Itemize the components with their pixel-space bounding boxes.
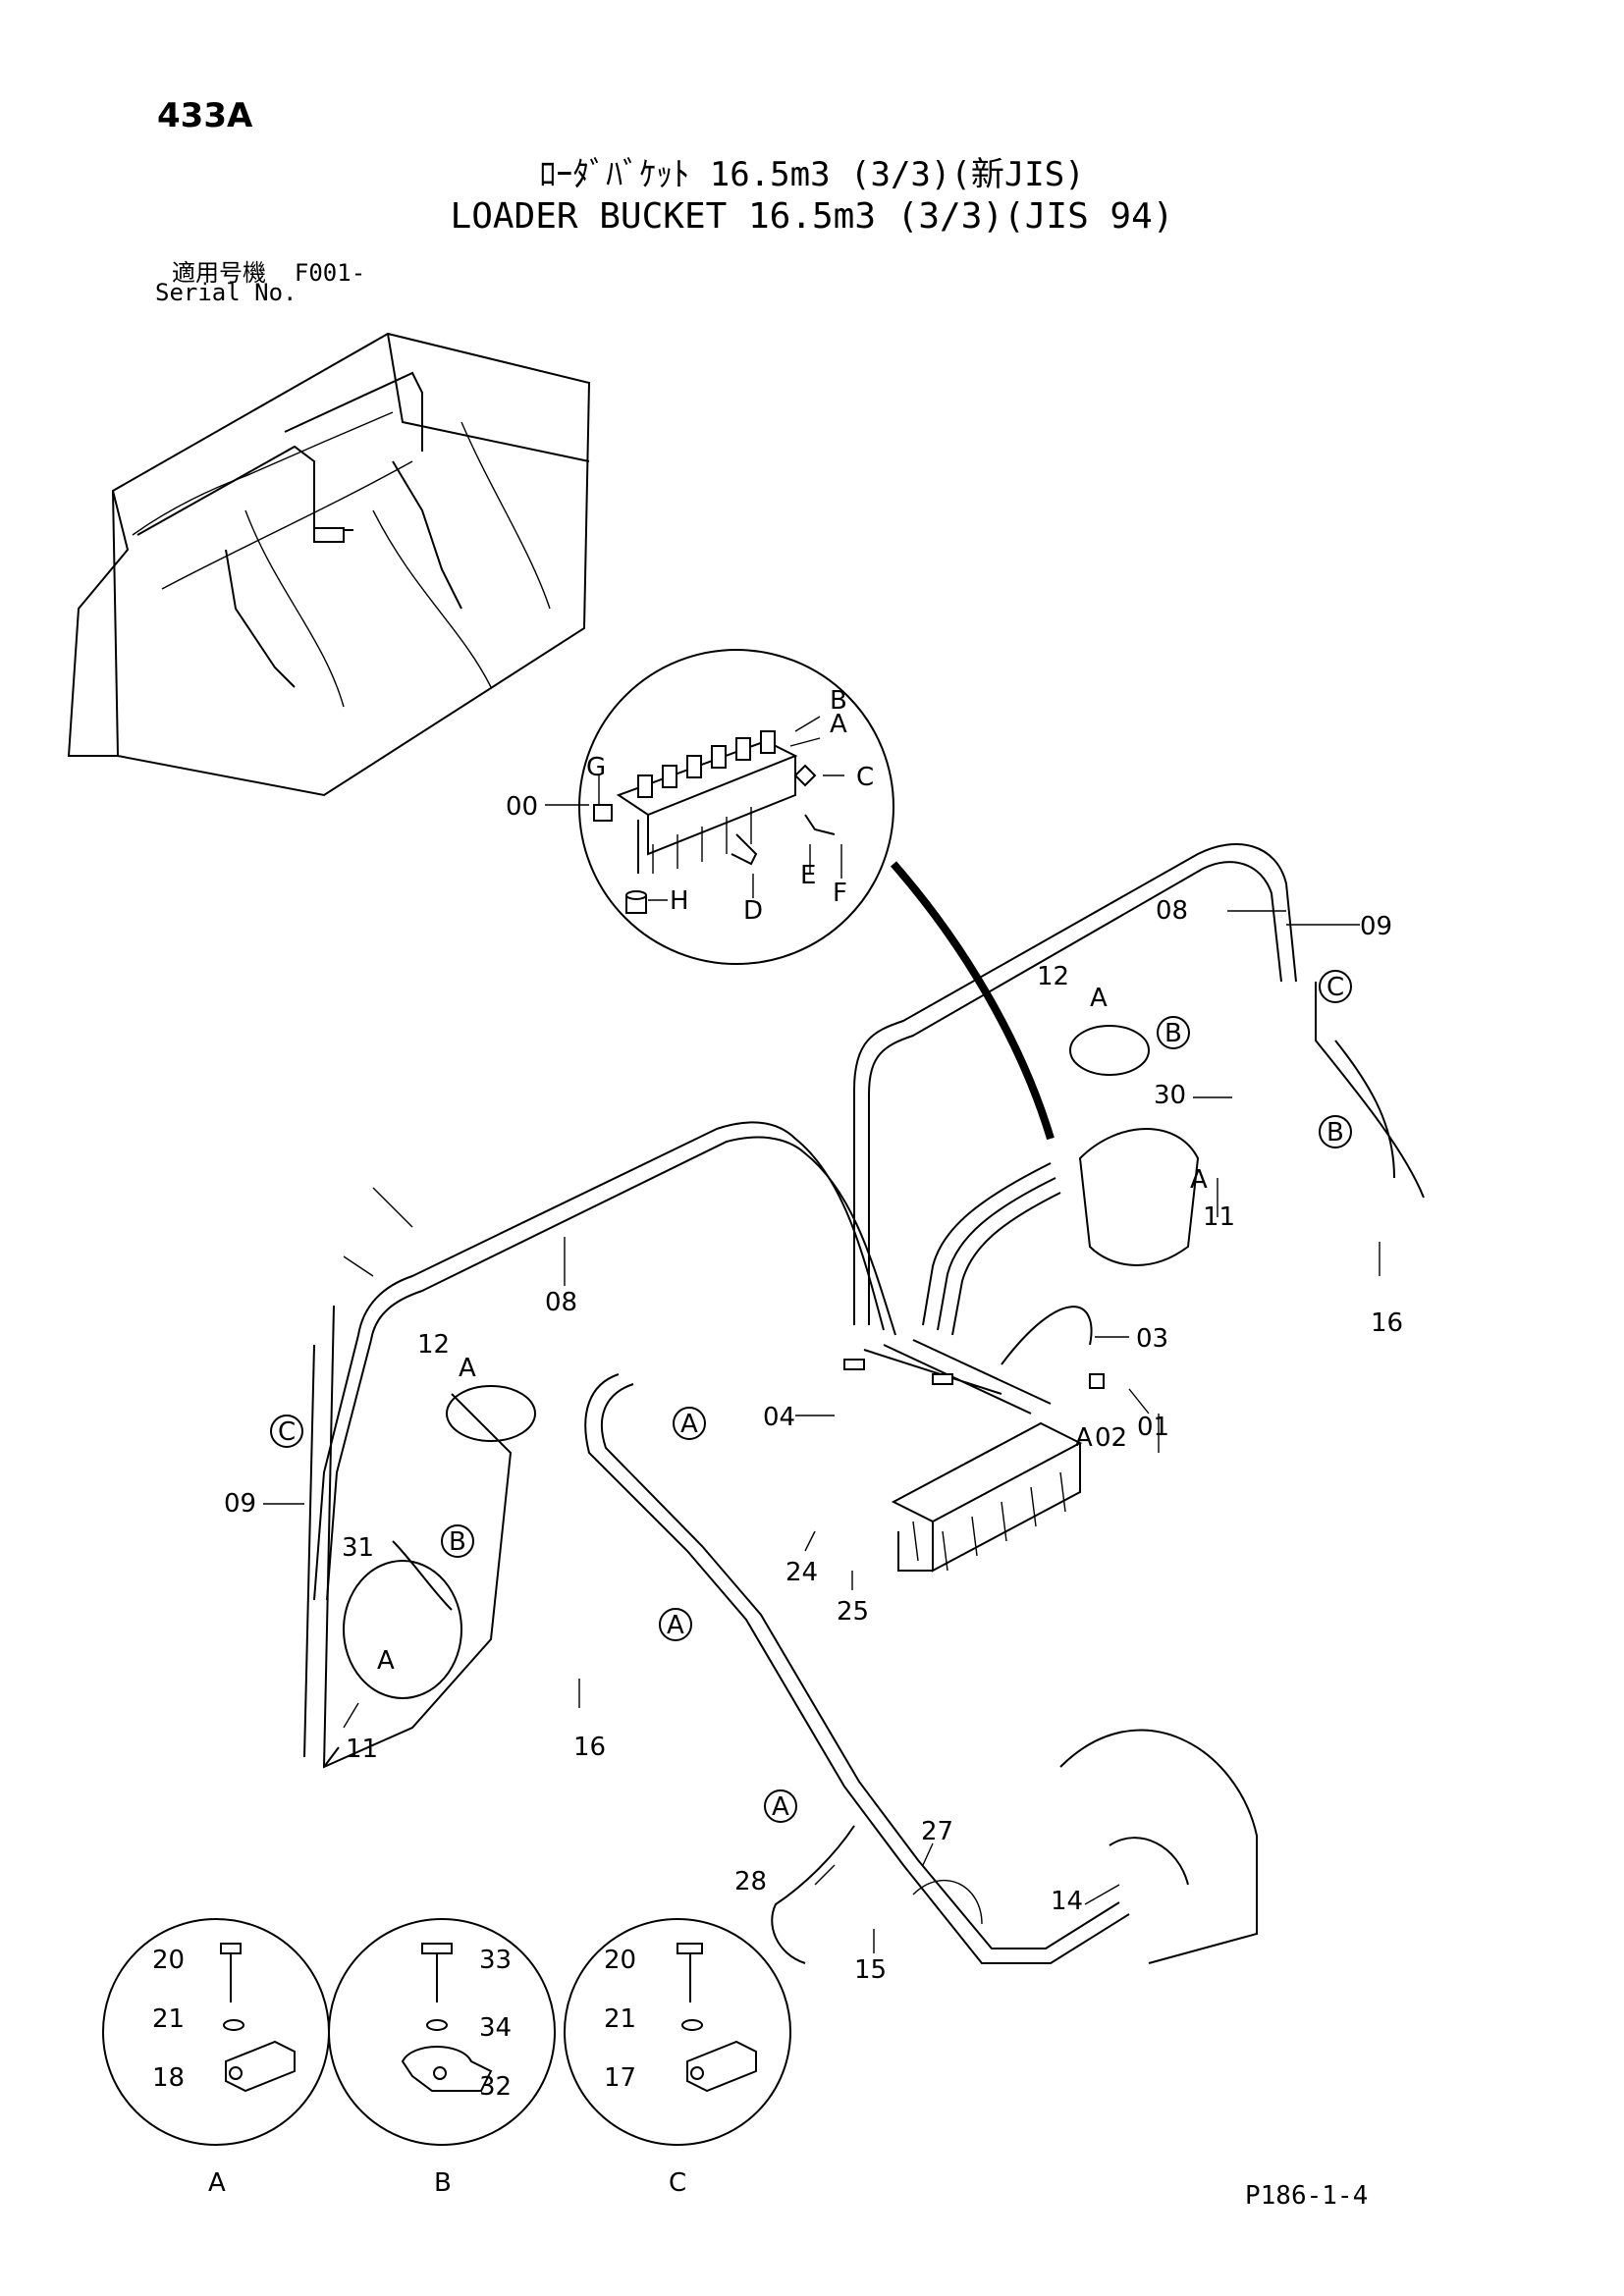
callout-03: 03 [1136, 1324, 1168, 1354]
callout-34: 34 [479, 2013, 512, 2043]
label-a-right-mid: A [1190, 1165, 1208, 1195]
valve-block-detail [545, 649, 1055, 1141]
circle-marker-b-left: B [441, 1524, 474, 1558]
callout-25: 25 [837, 1597, 869, 1627]
label-a-right-top: A [1090, 984, 1108, 1013]
label-d-valve: D [743, 896, 763, 926]
bucket-overview-illustration [67, 332, 591, 797]
callout-20-a: 20 [152, 1946, 185, 1975]
circle-marker-c-right: C [1319, 970, 1352, 1003]
svg-text:C: C [278, 1417, 296, 1447]
circle-marker-a-1: A [673, 1407, 706, 1440]
label-g-valve: G [586, 753, 606, 782]
label-b-valve: B [830, 686, 847, 716]
svg-text:B: B [1164, 1019, 1182, 1048]
callout-00: 00 [506, 792, 538, 822]
serial-value: F001- [294, 259, 366, 287]
label-a-valve: A [830, 710, 847, 739]
title-english: LOADER BUCKET 16.5m3 (3/3)(JIS 94) [450, 196, 1174, 237]
callout-11-right: 11 [1203, 1202, 1235, 1232]
title-japanese: ﾛｰﾀﾞﾊﾞｹｯﾄ 16.5m3 (3/3)(新JIS) [539, 155, 1085, 194]
callout-28: 28 [734, 1867, 767, 1896]
svg-text:C: C [1326, 973, 1344, 1002]
callout-09-left: 09 [224, 1489, 256, 1519]
svg-text:A: A [772, 1792, 789, 1822]
callout-33: 33 [479, 1946, 512, 1975]
detail-view-a [102, 1918, 330, 2146]
label-h-valve: H [670, 886, 689, 916]
detail-label-b: B [434, 2168, 452, 2198]
serial-label-japanese: 適用号機 F001- [172, 253, 365, 288]
right-cylinder [1069, 982, 1425, 1266]
page-number: 433A [157, 96, 253, 135]
callout-09-right: 09 [1360, 912, 1392, 941]
circle-marker-b-right-1: B [1157, 1016, 1190, 1049]
label-c-valve: C [856, 763, 874, 792]
left-bucket-side [303, 1187, 536, 1769]
callout-17: 17 [604, 2063, 636, 2093]
svg-text:B: B [449, 1527, 466, 1557]
circle-marker-a-2: A [659, 1608, 692, 1641]
leader-lines [263, 910, 1380, 1953]
detail-label-c: C [669, 2168, 686, 2198]
detail-view-c [564, 1918, 791, 2146]
callout-08-left: 08 [545, 1288, 577, 1317]
callout-11-left: 11 [346, 1735, 378, 1764]
callout-12-left: 12 [417, 1330, 450, 1360]
serial-label-jp: 適用号機 [172, 259, 266, 287]
callout-18: 18 [152, 2063, 185, 2093]
detail-label-a: A [208, 2168, 226, 2198]
callout-15: 15 [854, 1955, 887, 1985]
serial-label-english: Serial No. [155, 279, 298, 306]
svg-text:A: A [680, 1410, 698, 1439]
callout-12-right: 12 [1037, 962, 1069, 991]
callout-32: 32 [479, 2072, 512, 2102]
label-f-valve: F [833, 879, 847, 908]
callout-31: 31 [342, 1533, 374, 1563]
callout-21-c: 21 [604, 2004, 636, 2034]
detail-view-b [328, 1918, 556, 2146]
callout-30: 30 [1154, 1081, 1186, 1110]
label-a-left-top: A [459, 1354, 476, 1383]
svg-text:A: A [667, 1611, 684, 1640]
rear-bucket-section [912, 1729, 1258, 1964]
callout-20-c: 20 [604, 1946, 636, 1975]
overview-valve-block [313, 527, 345, 543]
callout-27: 27 [921, 1817, 953, 1846]
label-a-left-bottom: A [377, 1646, 395, 1676]
callout-16-left: 16 [573, 1733, 606, 1762]
label-a-block: A [1075, 1423, 1093, 1453]
callout-24: 24 [785, 1558, 818, 1587]
callout-02: 02 [1095, 1423, 1127, 1453]
callout-14: 14 [1051, 1887, 1083, 1916]
label-e-valve: E [800, 861, 816, 890]
callout-04: 04 [763, 1403, 795, 1432]
circle-marker-b-right-2: B [1319, 1115, 1352, 1148]
callout-21-a: 21 [152, 2004, 185, 2034]
callout-08-right: 08 [1156, 896, 1188, 926]
callout-16-right: 16 [1371, 1308, 1403, 1338]
svg-text:B: B [1326, 1118, 1344, 1148]
circle-marker-c-left: C [270, 1415, 303, 1448]
main-valve-block [843, 1339, 1105, 1573]
page-reference: P186-1-4 [1245, 2181, 1369, 2211]
circle-marker-a-3: A [764, 1789, 797, 1823]
callout-01: 01 [1137, 1413, 1169, 1442]
hose-routing [313, 843, 1297, 1964]
